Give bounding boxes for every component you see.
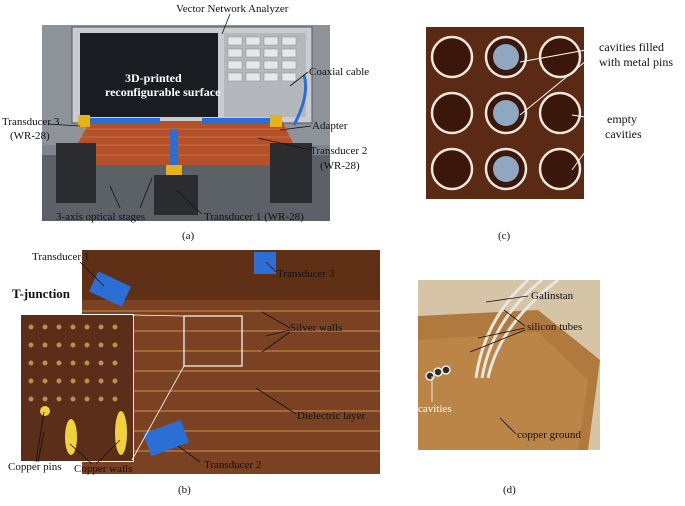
label-t2-line1: Transducer 2 bbox=[310, 145, 368, 157]
reconfigurable-surface bbox=[66, 121, 304, 165]
label-cavities: cavities bbox=[418, 403, 452, 415]
adapter-left bbox=[78, 115, 90, 127]
stage-left bbox=[56, 143, 96, 203]
label-tjunction: T-junction bbox=[12, 286, 71, 301]
label-coax: Coaxial cable bbox=[309, 66, 370, 78]
metal-pin bbox=[493, 100, 519, 126]
caption-b: (b) bbox=[178, 484, 191, 496]
cavities-illustration bbox=[426, 27, 584, 199]
label-empty-line1: empty bbox=[607, 112, 637, 126]
label-b-t3: Transducer 3 bbox=[277, 268, 335, 280]
photo-measurement-setup bbox=[42, 25, 330, 221]
label-silicon: silicon tubes bbox=[527, 321, 583, 333]
caption-c: (c) bbox=[498, 230, 511, 242]
waveguide-bottom bbox=[170, 129, 178, 169]
transducer-3-block bbox=[254, 252, 276, 274]
inset-illustration bbox=[21, 315, 133, 461]
label-dielectric: Dielectric layer bbox=[297, 410, 366, 422]
label-filled-line1: cavities filled bbox=[599, 40, 664, 54]
adapter-bottom bbox=[166, 165, 182, 177]
label-filled-line2: with metal pins bbox=[599, 55, 673, 69]
setup-illustration bbox=[42, 25, 330, 221]
photo-cavities bbox=[426, 27, 584, 199]
copper-pin-highlight bbox=[40, 406, 50, 416]
silicon-tube bbox=[480, 280, 543, 379]
copper-wall-right bbox=[115, 411, 127, 455]
label-adapter: Adapter bbox=[312, 120, 348, 132]
label-copper-pins: Copper pins bbox=[8, 461, 62, 473]
label-ground: copper ground bbox=[517, 429, 581, 441]
metal-pin bbox=[493, 44, 519, 70]
zoom-region bbox=[183, 315, 243, 367]
label-surface-line2: reconfigurable surface bbox=[105, 85, 221, 99]
waveguide-right bbox=[202, 118, 272, 124]
label-t3-line1: Transducer 3 bbox=[2, 116, 60, 128]
caption-a: (a) bbox=[182, 230, 195, 242]
silicon-tube bbox=[486, 280, 559, 379]
label-t3-line2: (WR-28) bbox=[10, 130, 50, 142]
label-stages: 3-axis optical stages bbox=[56, 211, 146, 223]
label-b-t1: Transducer 1 bbox=[32, 251, 90, 263]
waveguide-left bbox=[88, 118, 160, 124]
label-t2-line2: (WR-28) bbox=[320, 160, 360, 172]
metal-pin bbox=[493, 156, 519, 182]
copper-wall-left bbox=[65, 419, 77, 455]
adapter-right bbox=[270, 115, 282, 127]
galinstan-illustration bbox=[418, 280, 600, 450]
label-copper-walls: Copper walls bbox=[74, 463, 133, 475]
label-surface-line1: 3D-printed bbox=[125, 71, 182, 85]
label-galinstan: Galinstan bbox=[531, 290, 574, 302]
vna-screen bbox=[80, 33, 218, 117]
stage-center bbox=[154, 175, 198, 215]
label-silver: Silver walls bbox=[290, 322, 343, 334]
stage-right bbox=[270, 143, 312, 203]
label-t1: Transducer 1 (WR-28) bbox=[204, 211, 304, 223]
photo-galinstan bbox=[418, 280, 600, 450]
silicon-tube bbox=[474, 280, 530, 379]
caption-d: (d) bbox=[503, 484, 516, 496]
label-b-t2: Transducer 2 bbox=[204, 459, 262, 471]
label-empty-line2: cavities bbox=[605, 127, 642, 141]
label-vna: Vector Network Analyzer bbox=[176, 3, 289, 15]
inset-t-junction bbox=[20, 314, 134, 462]
